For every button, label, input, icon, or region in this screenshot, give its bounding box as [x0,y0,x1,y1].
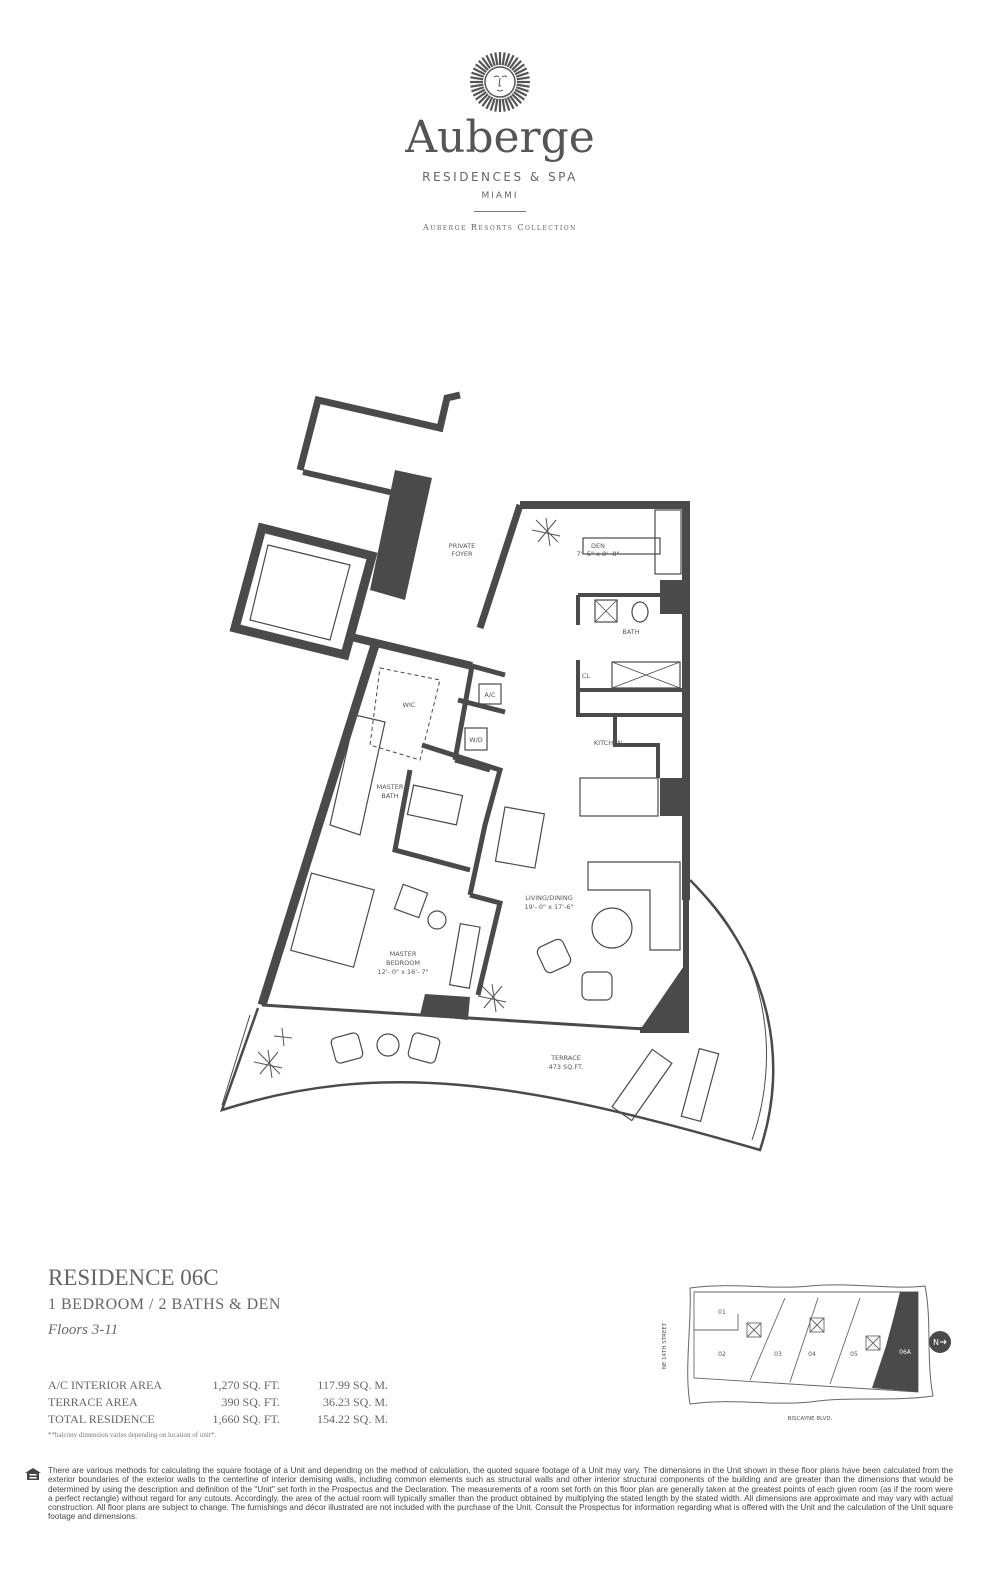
residence-subtitle: 1 BEDROOM / 2 BATHS & DEN [48,1296,281,1313]
area-sqm: 36.23 SQ. M. [322,1395,388,1409]
coffee-table [591,907,633,949]
sun-face-icon [470,52,530,112]
brand-collection: Auberge Resorts Collection [423,223,577,232]
room-label-ac: A/C [484,691,496,699]
structural-column [640,960,688,1030]
structural-column [370,470,432,600]
keyplan-unit-06a: 06A [899,1349,912,1356]
keyplan-unit-04: 04 [808,1351,816,1358]
balcony-footnote: **balcony dimension varies depending on … [48,1431,216,1439]
key-plan: 01 02 03 04 05 06A NE 14TH STREET BISCAY… [662,1284,951,1422]
wic-outline [369,667,441,761]
area-sqm: 154.22 SQ. M. [316,1412,388,1426]
sofa [587,861,681,951]
structural-column [660,778,686,816]
floor-plan: PRIVATE FOYER DEN 7'- 5" x 8'- 8" BATH C… [219,391,775,1152]
area-row: A/C INTERIOR AREA 1,270 SQ. FT. 117.99 S… [48,1378,388,1394]
logo-divider [474,211,526,212]
area-label: TOTAL RESIDENCE [48,1412,155,1426]
terrace-chair [330,1032,364,1064]
keyplan-unit-03: 03 [774,1351,782,1358]
equal-housing-icon [25,1468,41,1480]
svg-text:N: N [933,1338,939,1347]
room-dims-master-bedroom: 12'- 0" x 16'- 7" [377,968,428,976]
residence-floors: Floors 3-11 [48,1322,119,1338]
area-sqft: 1,270 SQ. FT. [212,1378,280,1392]
brand-logo-wordmark: Auberge [405,112,595,163]
corridor-wall [296,391,461,471]
keyplan-street-bottom: BISCAYNE BLVD. [788,1416,833,1422]
elevator-shaft [229,522,378,661]
terrace-chair [407,1032,441,1064]
terrace-table [376,1033,400,1057]
room-label-wic: WIC [403,701,416,709]
room-label-master-bath: MASTER [377,783,404,791]
room-label-terrace: TERRACE [550,1054,581,1062]
area-row: TOTAL RESIDENCE 1,660 SQ. FT. 154.22 SQ.… [48,1412,388,1428]
area-sqft: 1,660 SQ. FT. [212,1412,280,1426]
side-table [427,910,447,930]
area-sqft: 390 SQ. FT. [221,1395,280,1409]
keyplan-street-left: NE 14TH STREET [662,1322,668,1369]
bed [290,872,375,968]
area-label: TERRACE AREA [48,1395,138,1409]
kitchen-island [579,777,659,817]
room-label-private-foyer: PRIVATE [449,542,475,550]
master-bath-vanity [329,714,386,836]
structural-column [660,580,686,614]
north-arrow-icon: N [929,1331,951,1353]
legal-disclaimer: There are various methods for calculatin… [48,1466,953,1522]
room-label-closet: CL [582,672,591,680]
area-label: A/C INTERIOR AREA [48,1378,162,1392]
keyplan-unit-01: 01 [718,1309,726,1316]
plant-icon [253,517,561,1079]
dresser [448,923,481,989]
room-label-private-foyer: FOYER [451,550,473,558]
structural-column [420,994,470,1020]
brand-city: MIAMI [481,191,519,201]
keyplan-unit-05: 05 [850,1351,858,1358]
sun-lounger [611,1048,673,1122]
area-row: TERRACE AREA 390 SQ. FT. 36.23 SQ. M. [48,1395,388,1411]
room-dims-den: 7'- 5" x 8'- 8" [577,550,620,558]
dining-table [494,806,546,869]
room-area-terrace: 473 SQ.FT. [549,1063,584,1071]
room-label-living-dining: LIVING/DINING [525,894,573,902]
room-label-wd: W/D [469,736,483,744]
room-label-kitchen: KITCHEN [594,739,622,747]
highlighted-unit [872,1292,918,1392]
terrace-edge [219,879,775,1152]
room-label-bath: BATH [622,628,639,636]
room-dims-living-dining: 19'- 0" x 17'-6" [524,903,573,911]
room-label-den: DEN [591,542,605,550]
residence-title: RESIDENCE 06C [48,1265,219,1290]
unit-exterior-wall [520,501,690,900]
brand-subtitle: RESIDENCES & SPA [422,170,578,184]
keyplan-unit-02: 02 [718,1351,726,1358]
room-label-master-bedroom: MASTER [390,950,417,958]
room-label-master-bath: BATH [381,792,398,800]
sun-lounger [680,1047,720,1123]
room-label-master-bedroom: BEDROOM [386,959,420,967]
area-sqm: 117.99 SQ. M. [317,1378,388,1392]
